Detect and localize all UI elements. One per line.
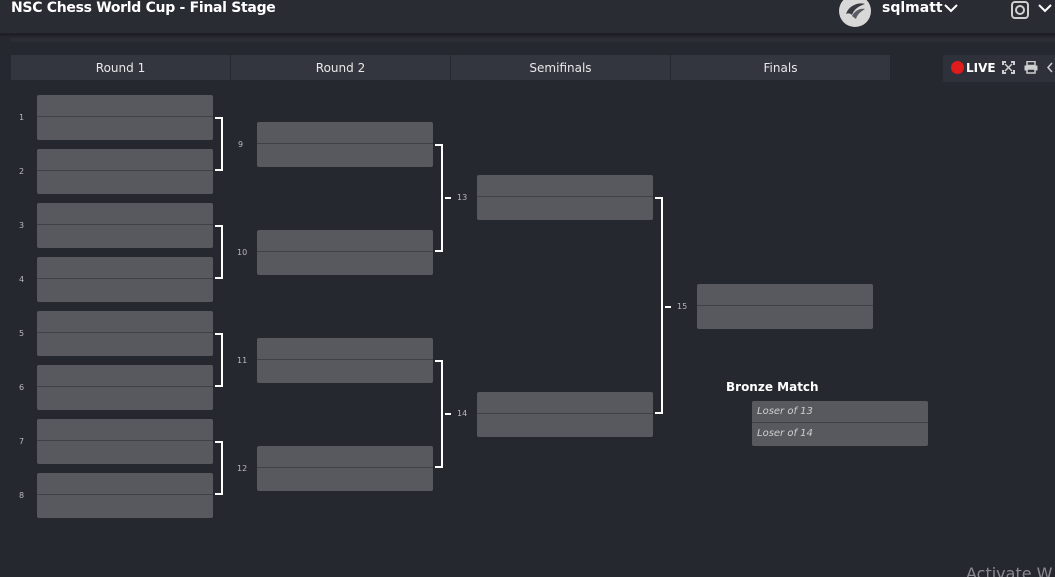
match-number: 11 [237, 356, 248, 365]
match-number: 15 [677, 302, 688, 311]
bracket-connector [215, 333, 223, 387]
bracket-connector [215, 225, 223, 279]
bracket-connector [435, 360, 443, 468]
seed-number: 2 [19, 167, 25, 176]
seed-number: 4 [19, 275, 25, 284]
fullscreen-icon[interactable] [1002, 61, 1015, 74]
round1-slot-4[interactable] [37, 257, 213, 302]
semifinal-match-14[interactable] [477, 392, 653, 437]
round1-slot-2[interactable] [37, 149, 213, 194]
activate-windows-watermark: Activate W [966, 564, 1053, 577]
round-header-semifinals: Semifinals [451, 55, 670, 80]
print-icon[interactable] [1024, 61, 1038, 74]
seed-number: 8 [19, 491, 25, 500]
seed-number: 1 [19, 113, 25, 122]
live-label[interactable]: LIVE [966, 61, 996, 75]
round2-match-12[interactable] [257, 446, 433, 491]
bracket-tick [665, 306, 671, 308]
match-number: 14 [457, 409, 468, 418]
chevron-down-icon[interactable] [944, 3, 958, 13]
bronze-slot-2: Loser of 14 [757, 428, 813, 439]
seed-number: 5 [19, 329, 25, 338]
round-header-1: Round 1 [11, 55, 230, 80]
match-number: 10 [237, 248, 248, 257]
bronze-match[interactable]: Loser of 13 Loser of 14 [752, 401, 928, 446]
bracket-connector [215, 117, 223, 171]
bronze-match-title: Bronze Match [726, 380, 819, 394]
round2-match-10[interactable] [257, 230, 433, 275]
live-indicator-icon [951, 61, 964, 74]
bracket-connector [215, 441, 223, 495]
bracket-tick [445, 413, 451, 415]
round1-slot-3[interactable] [37, 203, 213, 248]
seed-number: 3 [19, 221, 25, 230]
round1-slot-8[interactable] [37, 473, 213, 518]
match-number: 13 [457, 193, 468, 202]
semifinal-match-13[interactable] [477, 175, 653, 220]
bird-logo-icon [840, 0, 870, 26]
match-number: 9 [238, 140, 244, 149]
round1-slot-1[interactable] [37, 95, 213, 140]
seed-number: 6 [19, 383, 25, 392]
seed-number: 7 [19, 437, 25, 446]
round2-match-11[interactable] [257, 338, 433, 383]
round1-slot-7[interactable] [37, 419, 213, 464]
chevron-down-icon[interactable] [1038, 3, 1052, 13]
username[interactable]: sqlmatt [882, 0, 943, 16]
user-avatar[interactable] [839, 0, 871, 27]
bronze-slot-1: Loser of 13 [752, 401, 928, 423]
bracket-tick [445, 197, 451, 199]
bracket-connector [655, 197, 663, 414]
page-title: NSC Chess World Cup - Final Stage [11, 0, 276, 16]
round2-match-9[interactable] [257, 122, 433, 167]
bracket-connector [435, 144, 443, 252]
round1-slot-5[interactable] [37, 311, 213, 356]
chevron-left-icon[interactable] [1046, 61, 1054, 74]
round-header-2: Round 2 [231, 55, 450, 80]
match-number: 12 [237, 464, 248, 473]
final-match-15[interactable] [697, 284, 873, 329]
round1-slot-6[interactable] [37, 365, 213, 410]
header-divider [0, 33, 1055, 36]
top-bar [0, 0, 1055, 33]
header-shadow [11, 38, 1055, 42]
settings-icon[interactable] [1010, 0, 1030, 20]
round-header-finals: Finals [671, 55, 890, 80]
